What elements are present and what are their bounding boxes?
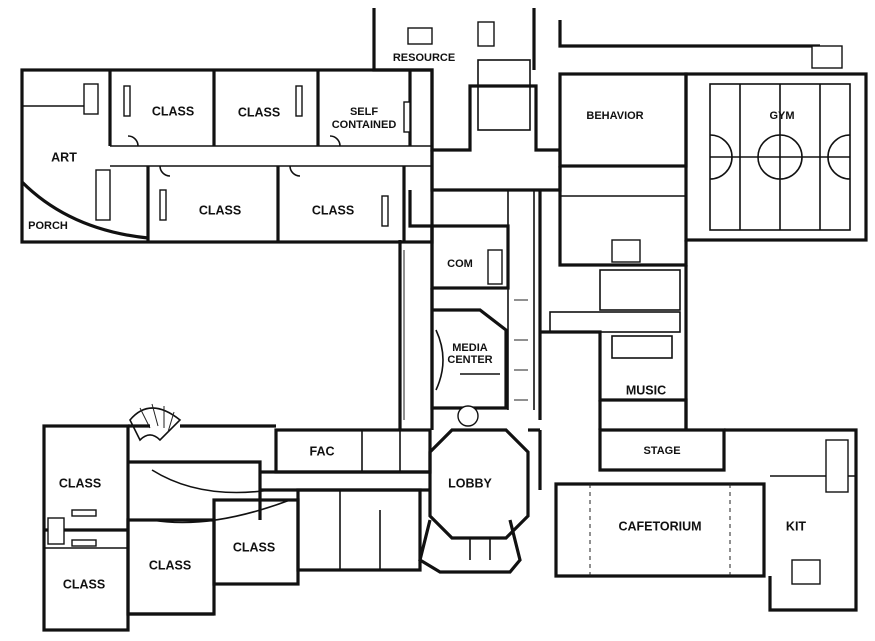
gym-label: GYM <box>769 110 794 122</box>
class-mid-1-label: CLASS <box>199 203 241 217</box>
class-top-2-label: CLASS <box>238 105 280 119</box>
com-label: COM <box>447 258 473 270</box>
lobby-label: LOBBY <box>448 476 492 490</box>
media-center-label-line1: MEDIA <box>452 342 488 354</box>
southwest-wing <box>42 403 300 632</box>
class-top-1-label: CLASS <box>152 104 194 118</box>
lobby-block <box>418 428 540 574</box>
resource-block <box>372 8 843 152</box>
east-wing <box>549 72 868 430</box>
class-bottom-2-label: CLASS <box>149 558 191 572</box>
self-contained-label-line1: SELF <box>350 106 378 118</box>
room-labels: RESOURCE CLASS CLASS SELF CONTAINED BEHA… <box>28 52 806 591</box>
self-contained-label-line2: CONTAINED <box>332 119 397 131</box>
central-corridor <box>398 150 562 430</box>
behavior-label: BEHAVIOR <box>586 110 643 122</box>
fac-block <box>260 428 432 572</box>
south-east-block <box>538 330 858 612</box>
class-left-1-label: CLASS <box>59 476 101 490</box>
resource-label: RESOURCE <box>393 52 455 64</box>
kit-label: KIT <box>786 519 807 533</box>
fac-label: FAC <box>310 444 335 458</box>
media-center-label-line2: CENTER <box>447 354 492 366</box>
class-left-2-label: CLASS <box>63 577 105 591</box>
porch-label: PORCH <box>28 220 68 232</box>
media-center-block <box>430 224 510 427</box>
class-mid-2-label: CLASS <box>312 203 354 217</box>
west-classroom-wing <box>20 68 434 244</box>
music-label: MUSIC <box>626 383 666 397</box>
stage-label: STAGE <box>643 445 680 457</box>
cafetorium-label: CAFETORIUM <box>618 519 701 533</box>
art-label: ART <box>51 150 77 164</box>
class-bottom-1-label: CLASS <box>233 540 275 554</box>
